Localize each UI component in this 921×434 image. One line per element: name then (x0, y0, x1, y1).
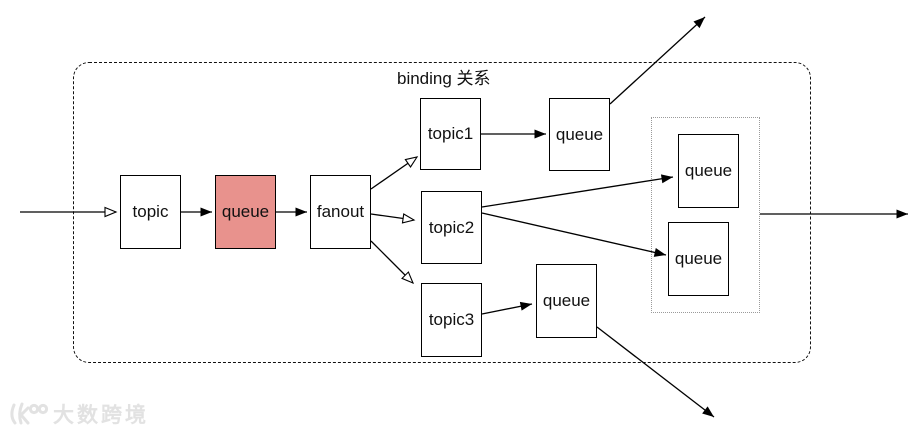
node-queue-grouped-1-label: queue (684, 161, 733, 180)
node-fanout-label: fanout (316, 202, 365, 221)
node-queue-topic3-label: queue (542, 291, 591, 310)
node-queue-grouped-2-label: queue (674, 249, 723, 268)
node-queue-topic3: queue (536, 264, 597, 338)
node-queue-grouped-2: queue (668, 222, 729, 296)
arrow-queue-bottom-exit (596, 326, 715, 418)
node-topic-exchange: topic (120, 175, 181, 249)
arrow-fanout-to-topic3 (370, 240, 415, 285)
node-queue-main-label: queue (221, 202, 270, 221)
arrow-topic3-to-queue (481, 301, 533, 315)
queue-dotted-group (651, 117, 760, 313)
node-topic1-label: topic1 (427, 124, 474, 143)
node-queue-main: queue (215, 175, 276, 249)
node-fanout-exchange: fanout (310, 175, 371, 249)
arrow-fanout-to-topic2 (370, 213, 416, 224)
node-queue-grouped-1: queue (678, 134, 739, 208)
watermark: 大数跨境 (8, 399, 149, 429)
node-topic1-exchange: topic1 (420, 98, 481, 170)
node-topic3-label: topic3 (428, 310, 475, 329)
binding-label: binding 关系 (397, 69, 491, 88)
watermark-logo-icon (10, 402, 48, 425)
node-topic2-label: topic2 (428, 217, 475, 237)
arrow-queue-top-exit (609, 16, 706, 105)
node-topic2-exchange: topic2 (421, 191, 482, 264)
arrow-fanout-to-topic1 (370, 156, 419, 190)
node-queue-topic1: queue (549, 98, 610, 171)
node-topic-label: topic (132, 202, 169, 221)
node-queue-topic1-label: queue (555, 124, 604, 144)
arrow-topic2-to-grouped-queue-1 (481, 174, 674, 208)
watermark-text: 大数跨境 (53, 404, 149, 427)
arrow-topic2-to-grouped-queue-2 (481, 212, 667, 257)
node-topic3-exchange: topic3 (421, 283, 482, 357)
